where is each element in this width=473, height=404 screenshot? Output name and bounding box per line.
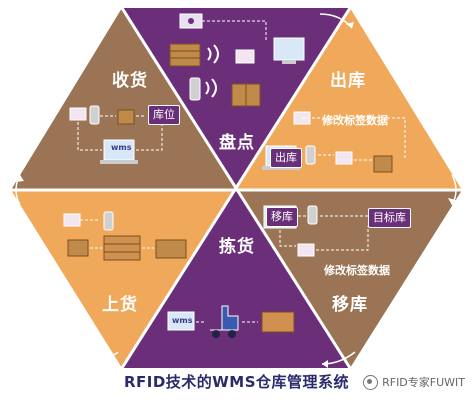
- segment-label-receiving: 收货: [112, 71, 148, 91]
- box-outbound: 出库: [270, 148, 302, 168]
- segment-outbound-bg: [236, 8, 462, 190]
- segment-label-picking: 拣货: [219, 237, 255, 257]
- watermark-logo-icon: [363, 374, 379, 390]
- monitor-icon: [273, 37, 305, 61]
- monitor-icon: [167, 311, 195, 331]
- rack-icon: [103, 235, 141, 261]
- box-target-location: 目标库: [368, 208, 411, 228]
- box-relocate: 移库: [266, 207, 298, 227]
- screen-text-wms-picking: wms: [172, 316, 193, 325]
- screen-text-wms-receiving: wms: [111, 143, 132, 152]
- handheld-reader-icon: [103, 211, 114, 231]
- handheld-reader-icon: [307, 205, 318, 225]
- box-icon: [373, 155, 393, 173]
- inventory-illustration: [169, 13, 305, 107]
- tag-card-icon: [335, 151, 353, 165]
- note-modify-tag-bottom: 修改标签数据: [324, 264, 390, 277]
- watermark-text: RFID专家FUWIT: [382, 376, 465, 389]
- handheld-reader-icon: [305, 145, 316, 165]
- forklift-icon: [210, 305, 239, 331]
- segment-dividers: [11, 7, 462, 369]
- watermark: RFID专家FUWIT: [363, 374, 465, 390]
- segment-putaway-bg: [11, 190, 236, 368]
- segment-label-inventory: 盘点: [219, 133, 255, 153]
- tag-card-icon: [297, 243, 315, 257]
- handheld-reader-icon: [89, 105, 100, 125]
- pallet-icon: [155, 239, 187, 259]
- box-icon: [67, 239, 89, 257]
- handheld-reader-icon: [189, 77, 201, 101]
- diagram-caption: RFID技术的WMS仓库管理系统: [123, 373, 350, 391]
- receiving-illustration: [69, 105, 163, 164]
- tag-card-icon: [63, 213, 81, 227]
- box-icon: [117, 109, 135, 125]
- tag-card-icon: [235, 49, 255, 64]
- note-modify-tag-top: 修改标签数据: [322, 114, 388, 127]
- signal-waves-icon: [207, 44, 219, 64]
- segment-relocation-bg: [236, 190, 462, 368]
- picking-illustration: [167, 305, 295, 338]
- rack-icon: [261, 311, 295, 333]
- tag-card-icon: [69, 107, 87, 121]
- cycle-arrowheads: [16, 22, 456, 368]
- putaway-illustration: [63, 211, 187, 261]
- box-location: 库位: [148, 105, 180, 125]
- segment-label-outbound: 出库: [330, 71, 366, 91]
- pallet-stack-icon: [169, 43, 201, 67]
- segment-receiving-bg: [11, 8, 236, 190]
- segment-label-relocation: 移库: [332, 295, 368, 315]
- segment-label-putaway: 上货: [102, 295, 138, 315]
